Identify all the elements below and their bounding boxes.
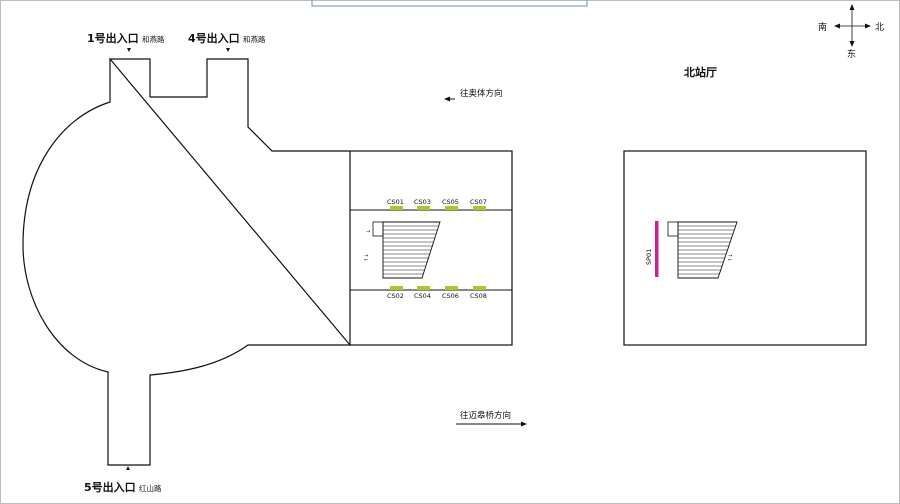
- direction-top: 往奥体方向: [444, 88, 503, 102]
- compass-south: 南: [818, 21, 827, 33]
- direction-bottom-label: 往迈皋桥方向: [460, 410, 511, 421]
- track-line-bottom: [349, 289, 512, 345]
- exit-1-label: 1号出入口: [87, 31, 139, 45]
- exit-1-road: 和燕路: [142, 34, 165, 44]
- exit-4-label: 4号出入口: [188, 31, 240, 45]
- right-arrow-icon: [521, 421, 527, 427]
- track-line-top: [349, 196, 512, 211]
- north-hall-stair: ↑↓: [667, 221, 738, 279]
- left-arrow-icon: [444, 96, 450, 102]
- sp-label: SP01: [645, 249, 653, 265]
- cs-label: CS01: [387, 198, 404, 206]
- compass: 南 北 东: [818, 4, 884, 60]
- exit-4-road: 和燕路: [243, 34, 266, 44]
- direction-bottom: 往迈皋桥方向: [456, 410, 527, 427]
- compass-arrow-down-icon: [849, 41, 855, 47]
- direction-top-label: 往奥体方向: [460, 88, 503, 99]
- cs-label: CS04: [414, 292, 431, 300]
- concourse-outline: [22, 57, 352, 466]
- compass-arrow-left-icon: [834, 23, 840, 29]
- cs-label: CS02: [387, 292, 404, 300]
- cs-label: CS08: [470, 292, 487, 300]
- cs-label: CS05: [442, 198, 459, 206]
- cs-markers-top: [390, 206, 486, 210]
- top-strip: [311, 0, 588, 7]
- platform-box: [349, 150, 513, 346]
- exit-1-arrow-icon: [127, 48, 131, 52]
- north-hall-box: [623, 150, 867, 346]
- svg-text:→: →: [366, 229, 370, 235]
- compass-north: 北: [875, 22, 884, 33]
- cs-label: CS07: [470, 198, 487, 206]
- svg-text:↑↓: ↑↓: [364, 254, 370, 262]
- cs-label: CS06: [442, 292, 459, 300]
- compass-arrow-up-icon: [849, 4, 855, 10]
- exit-5-road: 红山路: [139, 483, 162, 493]
- sp-marker: [655, 221, 659, 277]
- platform-stair: → ↑↓: [364, 221, 441, 279]
- north-hall-title: 北站厅: [684, 65, 717, 79]
- exit-4-arrow-icon: [226, 48, 230, 52]
- cs-markers-bottom: [390, 286, 486, 290]
- compass-arrow-right-icon: [865, 23, 871, 29]
- exit-5-label: 5号出入口: [84, 480, 136, 494]
- cs-label: CS03: [414, 198, 431, 206]
- exit-5-arrow-icon: [126, 466, 130, 470]
- svg-text:↑↓: ↑↓: [728, 254, 734, 262]
- compass-east: 东: [847, 48, 856, 60]
